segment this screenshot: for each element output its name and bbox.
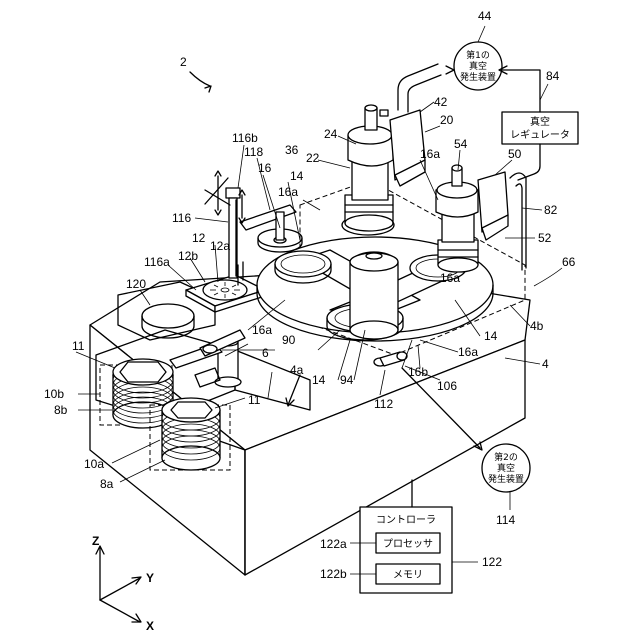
vacuum1-line2: 真空 xyxy=(469,60,487,72)
ref-16a-1: 16a xyxy=(278,185,298,199)
ref-12: 12 xyxy=(192,231,206,245)
ref-22: 22 xyxy=(306,151,320,165)
ref-122b: 122b xyxy=(320,567,347,581)
ref-106: 106 xyxy=(437,379,457,393)
ref-114: 114 xyxy=(496,513,515,527)
axis-z-label: Z xyxy=(92,534,99,548)
vacuum2-line2: 真空 xyxy=(497,462,515,474)
ref-54: 54 xyxy=(454,137,468,151)
regulator-line2: レギュレータ xyxy=(510,129,570,141)
ref-2: 2 xyxy=(180,55,187,69)
vacuum-regulator: 真空 レギュレータ xyxy=(499,66,578,180)
axis-x-label: X xyxy=(146,619,154,633)
regulator-line1: 真空 xyxy=(530,115,550,128)
ref-16b: 16b xyxy=(408,365,428,379)
ref-12a: 12a xyxy=(210,239,230,253)
ref-116a: 116a xyxy=(144,255,170,269)
ref-66: 66 xyxy=(562,255,576,269)
ref-44: 44 xyxy=(478,9,492,23)
ref-94: 94 xyxy=(340,373,354,387)
ref-24: 24 xyxy=(324,127,338,141)
ref-8a: 8a xyxy=(100,477,114,491)
ref-4: 4 xyxy=(542,357,549,371)
ref-36: 36 xyxy=(285,143,299,157)
ref-50: 50 xyxy=(508,147,522,161)
ref-116b: 116b xyxy=(232,131,258,145)
ref-4a: 4a xyxy=(290,363,304,377)
ref-16: 16 xyxy=(258,161,272,175)
memory-label: メモリ xyxy=(393,570,423,581)
controller-title: コントローラ xyxy=(376,514,436,526)
ref-118: 118 xyxy=(244,145,263,159)
ref-90: 90 xyxy=(282,333,296,347)
ref-82: 82 xyxy=(544,203,558,217)
ref-4b: 4b xyxy=(530,319,544,333)
vacuum2-line3: 発生装置 xyxy=(488,473,524,485)
ref-52: 52 xyxy=(538,231,552,245)
cassette-lower xyxy=(150,398,230,470)
ref-122a: 122a xyxy=(320,537,347,551)
ref-14-2: 14 xyxy=(312,373,326,387)
ref-10a: 10a xyxy=(84,457,104,471)
ref-14-1: 14 xyxy=(290,169,304,183)
ref-84: 84 xyxy=(546,69,560,83)
coordinate-axes: Z Y X xyxy=(92,534,154,633)
ref-11-2: 11 xyxy=(248,393,261,407)
ref-16a-5: 16a xyxy=(440,271,460,285)
ref-112: 112 xyxy=(374,397,393,411)
center-column xyxy=(350,252,398,339)
ref-11-1: 11 xyxy=(72,339,85,353)
ref-8b: 8b xyxy=(54,403,68,417)
ref-16a-2: 16a xyxy=(420,147,440,161)
vacuum1-line1: 第1の xyxy=(466,49,490,61)
ref-120: 120 xyxy=(126,277,146,291)
ref-16a-4: 16a xyxy=(458,345,478,359)
processor-label: プロセッサ xyxy=(383,538,433,550)
ref-6: 6 xyxy=(262,346,269,360)
ref-20: 20 xyxy=(440,113,454,127)
ref-12b: 12b xyxy=(178,249,198,263)
axis-y-label: Y xyxy=(146,571,154,585)
vacuum-generator-1: 第1の 真空 発生装置 xyxy=(454,26,502,90)
ref-10b: 10b xyxy=(44,387,64,401)
ref-42: 42 xyxy=(434,95,448,109)
vacuum2-line1: 第2の xyxy=(494,451,518,463)
ref-16a-3: 16a xyxy=(252,323,272,337)
grinding-unit-fine xyxy=(436,165,526,272)
ref-116: 116 xyxy=(172,211,191,225)
ref-122: 122 xyxy=(482,555,502,569)
ref-14-3: 14 xyxy=(484,329,498,343)
vacuum1-line3: 発生装置 xyxy=(460,71,496,83)
